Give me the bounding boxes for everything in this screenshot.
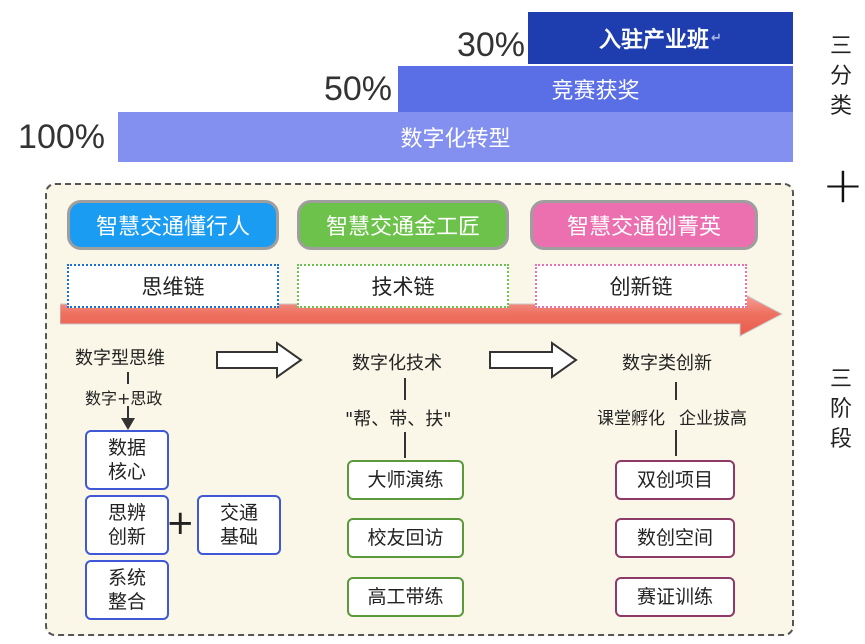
pill-label: 智慧交通懂行人 [95, 215, 250, 240]
connector-line [675, 430, 677, 456]
col-thinking-sub: 数字+思政 [85, 389, 163, 408]
connector-line [404, 432, 406, 458]
box-system-integration: 系统 整合 [85, 560, 169, 620]
side-char: 阶 [829, 397, 852, 422]
side-char: 三 [829, 367, 852, 392]
bar-settle-industry-class: 入驻产业班 ↵ [528, 12, 793, 64]
pill-smart-traffic-elite: 智慧交通创菁英 [530, 200, 758, 250]
plus-sign-big: + [822, 156, 864, 214]
bar-competition-award: 竞赛获奖 [398, 66, 793, 112]
pct-100: 100% [18, 118, 105, 156]
connector-line [675, 382, 677, 400]
col-innovation-sub-left: 课堂孵化 [597, 409, 665, 429]
box-traffic-foundation: 交通 基础 [197, 495, 281, 555]
chain-label: 创新链 [609, 275, 673, 299]
plus-sign: + [166, 503, 195, 543]
side-char: 类 [829, 94, 852, 119]
box-digital-innovation-space: 数创空间 [615, 518, 735, 558]
chain-tech: 技术链 [297, 264, 509, 308]
pill-smart-traffic-insider: 智慧交通懂行人 [67, 200, 279, 250]
box-competition-certificate-training: 赛证训练 [615, 577, 735, 617]
pill-label: 智慧交通创菁英 [566, 215, 721, 240]
col-thinking-title: 数字型思维 [75, 348, 165, 369]
pill-smart-traffic-craftsman: 智慧交通金工匠 [297, 200, 509, 250]
bar-competition-label: 竞赛获奖 [551, 79, 640, 104]
pct-30: 30% [456, 26, 525, 64]
box-master-drill: 大师演练 [347, 460, 464, 500]
side-label-three-categories: 三 分 类 [826, 32, 856, 122]
col-innovation-sub-right: 企业拔高 [679, 409, 747, 429]
stages-panel [45, 183, 794, 636]
bar-digital-transformation: 数字化转型 [118, 112, 793, 162]
side-char: 三 [829, 34, 852, 59]
chain-label: 思维链 [141, 275, 205, 299]
return-mark-icon: ↵ [711, 30, 722, 46]
bar-digital-label: 数字化转型 [400, 127, 511, 152]
pill-label: 智慧交通金工匠 [325, 215, 480, 240]
box-double-innovation-project: 双创项目 [615, 460, 735, 500]
chain-innovation: 创新链 [535, 264, 747, 308]
col-innovation-title: 数字类创新 [622, 353, 712, 374]
connector-line [404, 378, 406, 400]
side-char: 分 [829, 64, 852, 89]
arrow-down-icon [121, 418, 135, 430]
pct-50: 50% [323, 70, 392, 108]
box-data-core: 数据 核心 [85, 430, 169, 490]
flow-arrow-icon [216, 341, 303, 379]
col-tech-title: 数字化技术 [352, 353, 442, 374]
box-critical-innovation: 思辨 创新 [85, 495, 169, 555]
chain-thinking: 思维链 [67, 264, 279, 308]
side-label-three-stages: 三 阶 段 [826, 365, 856, 455]
box-alumni-visit: 校友回访 [347, 518, 464, 558]
col-tech-sub: "帮、带、扶" [345, 409, 452, 430]
side-char: 段 [829, 427, 852, 452]
connector-line [127, 372, 129, 384]
flow-arrow-icon [489, 341, 578, 379]
chain-label: 技术链 [371, 275, 435, 299]
bar-settle-label: 入驻产业班 [599, 28, 710, 53]
box-senior-engineer-training: 高工带练 [347, 577, 464, 617]
connector-line [127, 406, 129, 420]
